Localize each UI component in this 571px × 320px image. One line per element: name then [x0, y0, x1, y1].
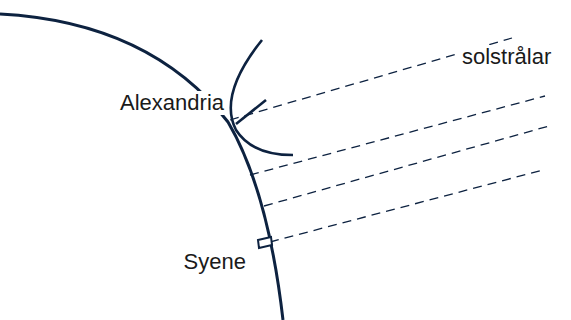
- gnomon: [236, 100, 266, 124]
- sun-ray: [264, 126, 549, 206]
- sun-ray: [250, 96, 545, 175]
- ray-label: solstrålar: [460, 45, 553, 69]
- sun-ray: [270, 170, 543, 242]
- earth-surface: [0, 14, 283, 320]
- place-label: Alexandria: [118, 91, 226, 115]
- place-label: Syene: [182, 250, 248, 274]
- well: [258, 237, 272, 248]
- sundial-bowl: [231, 40, 293, 155]
